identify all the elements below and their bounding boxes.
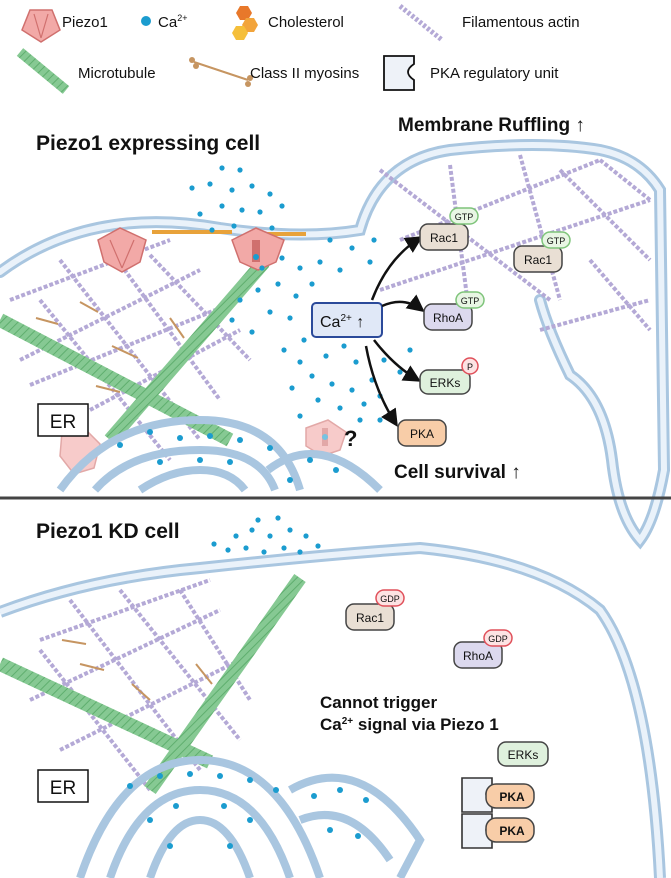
rac1-gdp-node: Rac1 GDP xyxy=(345,589,405,631)
bottom-er-box xyxy=(37,769,89,803)
bottom-pka2-label: PKA xyxy=(499,824,525,838)
legend-cholesterol-label: Cholesterol xyxy=(268,14,344,31)
bottom-rhoa-label: RhoA xyxy=(463,649,493,663)
rac1-gtp-node: Rac1 GTP xyxy=(419,207,479,251)
erks-label: ERKs xyxy=(430,376,461,390)
pka-holoenzyme-2: PKA xyxy=(461,813,535,849)
calcium-box-arrow: ↑ xyxy=(352,314,364,331)
rac1-gtp-tag: GTP xyxy=(455,212,474,222)
rhoa-gtp-node: RhoA GTP xyxy=(423,291,485,331)
svg-text:Ca2+ signal via Piezo 1: Ca2+ signal via Piezo 1 xyxy=(320,715,499,734)
legend-myosin-label: Class II myosins xyxy=(250,65,359,82)
calcium-legend-icon xyxy=(141,16,151,26)
top-er-label: ER xyxy=(50,412,76,433)
rhoa-gdp-tag: GDP xyxy=(488,634,508,644)
legend-ca-sup: 2+ xyxy=(177,13,187,23)
rac1-label: Rac1 xyxy=(430,231,458,245)
rac1-gtp-node-ruffle: Rac1 GTP xyxy=(513,231,571,273)
calcium-box-sup: 2+ xyxy=(340,313,352,324)
rac1-gdp-tag: GDP xyxy=(380,594,400,604)
cannot-trigger-line1: Cannot trigger xyxy=(320,693,437,712)
top-panel-title: Piezo1 expressing cell xyxy=(36,132,260,155)
erks-phospho-node: ERKs P xyxy=(419,357,479,395)
bottom-calcium-extracellular xyxy=(211,515,321,555)
signaling-arrows xyxy=(364,236,425,427)
bottom-rac1-label: Rac1 xyxy=(356,611,384,625)
bottom-er-calcium xyxy=(127,771,369,849)
top-panel: Piezo1 expressing cell Membrane Ruffling… xyxy=(0,115,671,550)
rac1b-gtp-tag: GTP xyxy=(547,236,566,246)
legend-piezo1-label: Piezo1 xyxy=(62,14,108,31)
top-er-box xyxy=(37,403,89,437)
actin-legend-icon xyxy=(398,4,444,42)
membrane-ruffling-label: Membrane Ruffling ↑ xyxy=(398,115,585,136)
erks-p-tag: P xyxy=(467,362,473,372)
rhoa-gdp-node: RhoA GDP xyxy=(453,629,513,669)
question-mark: ? xyxy=(344,426,357,451)
piezo1-legend-icon xyxy=(21,9,61,43)
legend: Piezo1 Ca2+ Cholesterol Filamentous acti… xyxy=(16,4,580,94)
piezo1-channel-open xyxy=(231,227,285,271)
cannot-trigger-ca: Ca xyxy=(320,715,342,734)
top-calcium-cloud xyxy=(189,165,413,423)
legend-pka-regulatory-label: PKA regulatory unit xyxy=(430,65,559,82)
pka-holoenzyme-1: PKA xyxy=(461,777,535,813)
microtubule-legend-icon xyxy=(16,48,70,94)
legend-ca-label: Ca xyxy=(158,14,178,31)
rhoa-gtp-tag: GTP xyxy=(461,296,480,306)
bottom-actin-network xyxy=(29,578,252,792)
bottom-panel-title: Piezo1 KD cell xyxy=(36,520,180,543)
bottom-microtubules xyxy=(0,573,306,795)
bottom-erks-label: ERKs xyxy=(508,748,539,762)
piezo1-channel xyxy=(97,227,147,273)
svg-text:Ca2+ ↑: Ca2+ ↑ xyxy=(320,313,364,331)
rac1b-label: Rac1 xyxy=(524,253,552,267)
myosin-legend-icon xyxy=(189,57,253,87)
bottom-pka1-label: PKA xyxy=(499,790,525,804)
calcium-box-label: Ca xyxy=(320,314,341,331)
top-myosins xyxy=(35,301,185,393)
membrane-cholesterol xyxy=(152,230,306,236)
cell-survival-label: Cell survival ↑ xyxy=(394,462,521,483)
bottom-myosins xyxy=(61,639,213,701)
pka-node: PKA xyxy=(397,419,447,447)
svg-text:Ca2+: Ca2+ xyxy=(158,13,187,31)
cholesterol-legend-icon xyxy=(232,6,258,40)
calcium-increase-box xyxy=(311,302,383,338)
bottom-endoplasmic-reticulum xyxy=(76,755,425,878)
top-endoplasmic-reticulum xyxy=(56,415,383,494)
er-calcium xyxy=(117,429,339,483)
pka-label: PKA xyxy=(410,427,434,441)
bottom-er-label: ER xyxy=(50,778,76,799)
cannot-trigger-rest: signal via Piezo 1 xyxy=(353,715,499,734)
rhoa-label: RhoA xyxy=(433,311,463,325)
pka-regulatory-legend-icon xyxy=(383,55,415,91)
legend-microtubule-label: Microtubule xyxy=(78,65,156,82)
legend-actin-label: Filamentous actin xyxy=(462,14,580,31)
bottom-erks-node: ERKs xyxy=(497,741,549,767)
bottom-panel: Piezo1 KD cell xyxy=(0,515,666,878)
cannot-trigger-ca-sup: 2+ xyxy=(342,716,354,727)
